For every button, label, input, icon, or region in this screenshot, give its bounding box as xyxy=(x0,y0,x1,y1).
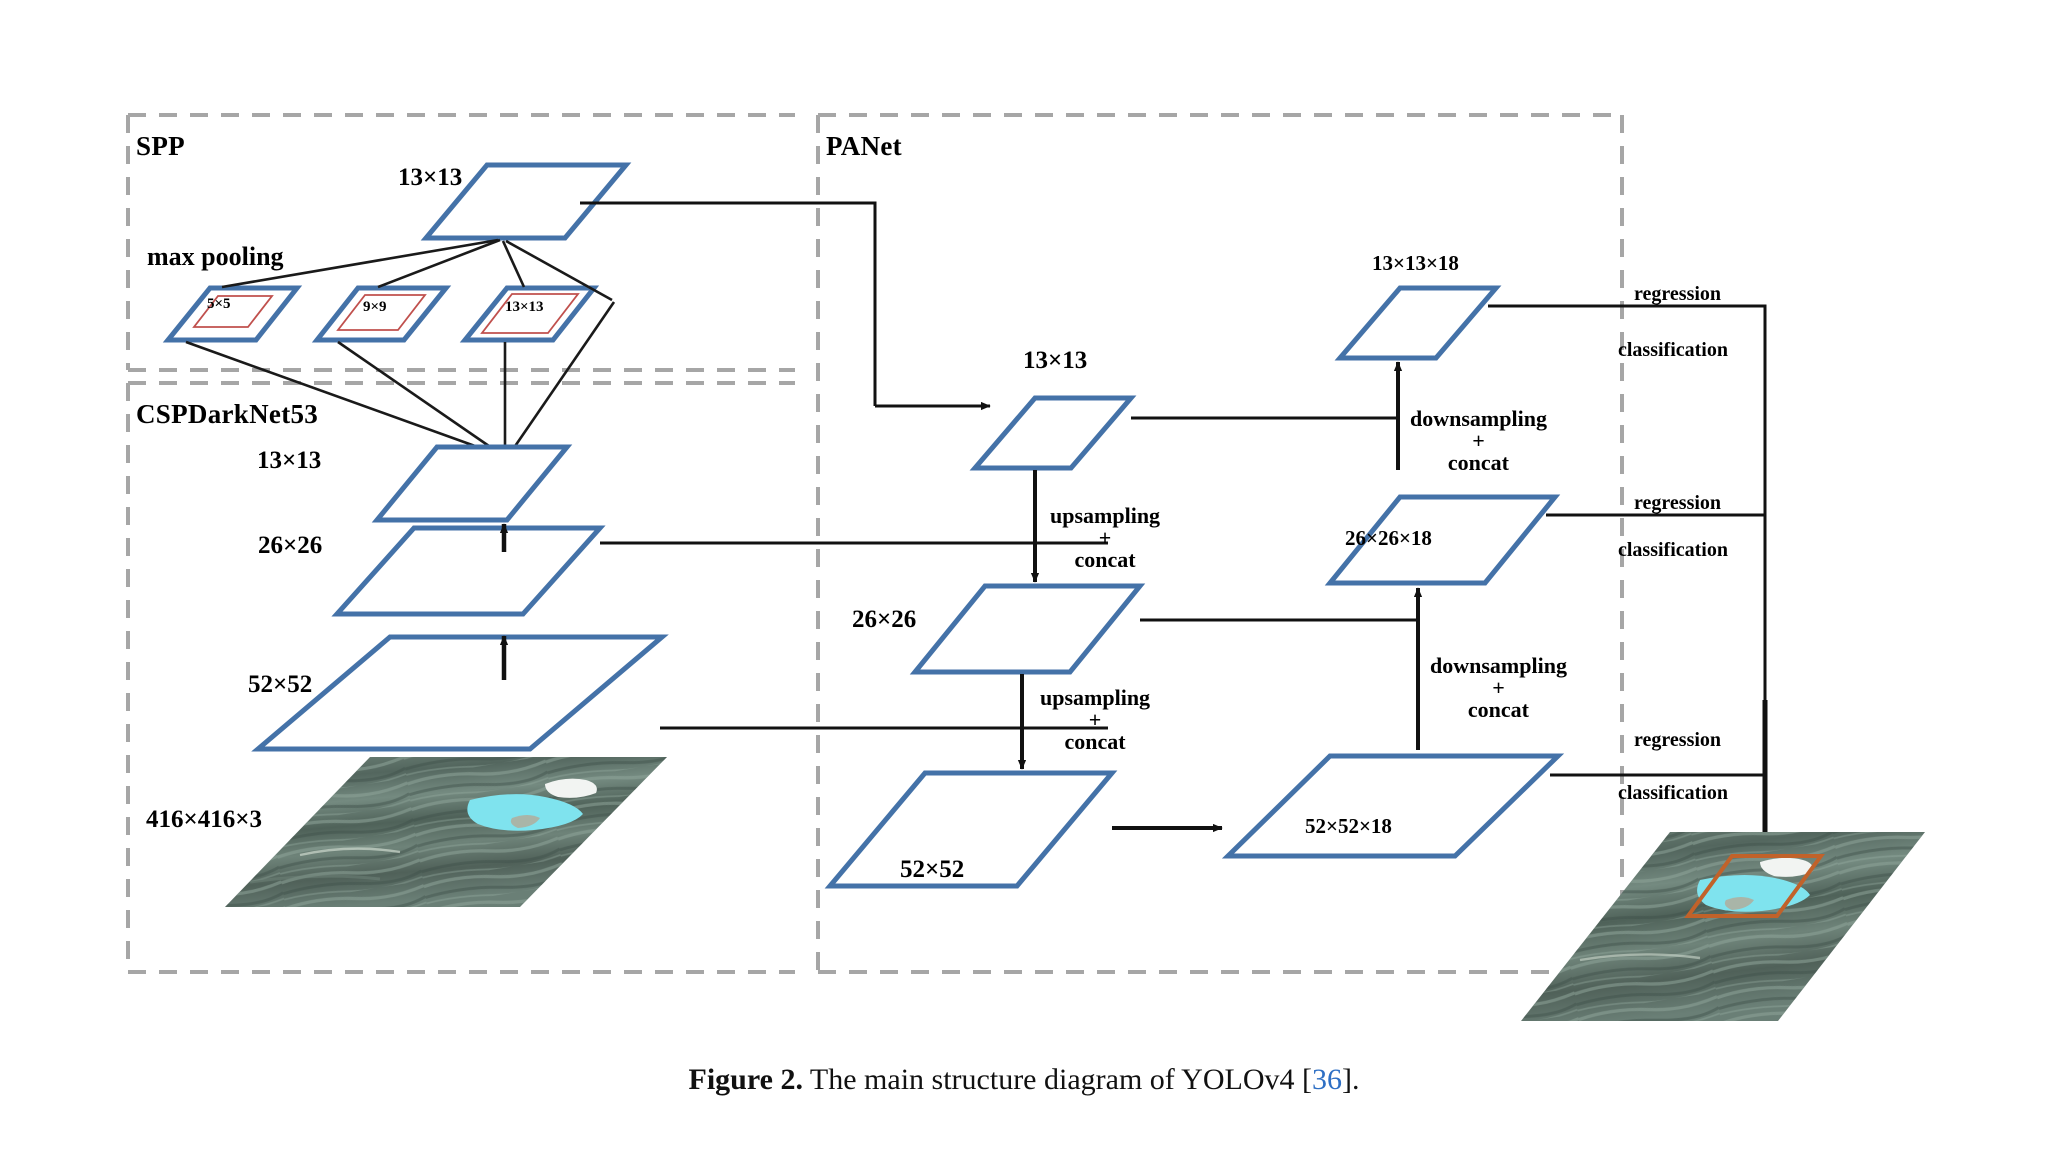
pool-plane-9x9 xyxy=(311,285,452,343)
head-0-classification-label: classification xyxy=(1618,339,1728,361)
output-image-plane xyxy=(1521,832,1925,1021)
upsample-op-1: upsampling + concat xyxy=(1050,505,1160,571)
head-label-52x52x18: 52×52×18 xyxy=(1305,814,1392,838)
backbone-plane-26x26 xyxy=(331,525,606,617)
figure-caption: Figure 2. The main structure diagram of … xyxy=(0,1063,2048,1097)
spp-pool-planes xyxy=(162,285,600,343)
pool-kernel-5x5-inner xyxy=(192,295,274,328)
spp-merge-connectors xyxy=(185,301,616,457)
downsample-op-2-line2: + xyxy=(1492,675,1505,700)
max-pooling-label: max pooling xyxy=(147,242,284,271)
pool-kernel-label-9x9: 9×9 xyxy=(363,299,387,315)
upsample-op-1-line1: upsampling xyxy=(1050,503,1161,528)
downsample-op-2: downsampling + concat xyxy=(1430,655,1567,721)
downsample-op-2-line1: downsampling xyxy=(1430,653,1567,678)
downsample-op-1-line1: downsampling xyxy=(1410,406,1547,431)
pool-kernel-13x13-inner xyxy=(480,293,580,334)
backbone-plane-13x13 xyxy=(371,444,573,523)
head-0-regression-label: regression xyxy=(1634,283,1722,305)
panet-label-13x13: 13×13 xyxy=(1023,347,1088,374)
panet-label-26x26: 26×26 xyxy=(852,606,917,633)
upsample-op-2-line2: + xyxy=(1088,707,1102,732)
head-output-connectors xyxy=(1488,304,1767,777)
pool-kernel-label-13x13: 13×13 xyxy=(505,299,544,315)
spp-group-box xyxy=(126,113,795,372)
head-1-classification-label: classification xyxy=(1618,539,1728,561)
panet-group-label: PANet xyxy=(826,131,902,161)
pool-kernel-label-5x5: 5×5 xyxy=(207,296,231,312)
spp-input-label: 13×13 xyxy=(398,164,463,191)
head-2-regression-label: regression xyxy=(1634,729,1722,751)
head-label-26x26x18: 26×26×18 xyxy=(1345,526,1432,550)
upsample-op-1-line3: concat xyxy=(1074,547,1136,572)
backbone-input-label: 416×416×3 xyxy=(146,806,262,833)
panet-group-box xyxy=(816,113,1622,974)
backbone-label-13x13: 13×13 xyxy=(257,447,322,474)
group-boxes xyxy=(126,113,1624,974)
detection-bounding-box xyxy=(1684,854,1825,918)
downsample-op-1: downsampling + concat xyxy=(1410,408,1547,474)
pool-kernel-9x9-inner xyxy=(336,294,427,331)
upsample-op-2-line1: upsampling xyxy=(1040,685,1151,710)
upsample-op-2-line3: concat xyxy=(1064,729,1126,754)
spp-split-connectors xyxy=(221,238,613,302)
backbone-plane-52x52 xyxy=(251,634,669,752)
spp-input-plane xyxy=(420,162,632,241)
upsample-op-2: upsampling + concat xyxy=(1040,687,1150,753)
panet-label-52x52: 52×52 xyxy=(900,856,965,883)
head-plane-26x26x18 xyxy=(1324,494,1561,586)
panet-plane-52x52 xyxy=(824,770,1118,889)
figure-caption-bold: Figure 2. xyxy=(688,1063,803,1096)
pool-plane-13x13 xyxy=(459,285,600,343)
head-2-classification-label: classification xyxy=(1618,782,1728,804)
backbone-label-26x26: 26×26 xyxy=(258,532,323,559)
input-image-plane xyxy=(225,757,667,907)
downsample-op-1-line2: + xyxy=(1472,428,1485,453)
cspdarknet-group-box xyxy=(126,381,795,974)
figure-caption-tail: ]. xyxy=(1341,1063,1360,1096)
spp-group-label: SPP xyxy=(136,131,185,161)
head-plane-52x52x18 xyxy=(1221,753,1565,859)
panet-downsample-arrows xyxy=(1393,361,1423,750)
spp-to-panet-connector xyxy=(580,201,991,411)
backbone-label-52x52: 52×52 xyxy=(248,671,313,698)
cspdarknet-group-label: CSPDarkNet53 xyxy=(136,399,319,429)
downsample-op-1-line3: concat xyxy=(1447,450,1510,475)
figure-caption-reference[interactable]: 36 xyxy=(1311,1063,1342,1096)
panet-upsample-arrows xyxy=(1017,470,1040,770)
head-plane-13x13x18 xyxy=(1334,285,1502,361)
panet-plane-26x26 xyxy=(909,583,1146,675)
upsample-op-1-line2: + xyxy=(1098,525,1112,550)
figure-caption-text: The main structure diagram of YOLOv4 [ xyxy=(802,1063,1312,1096)
downsample-op-2-line3: concat xyxy=(1467,697,1530,722)
head-label-13x13x18: 13×13×18 xyxy=(1372,251,1459,275)
panet-plane-13x13 xyxy=(969,395,1137,471)
head-1-regression-label: regression xyxy=(1634,492,1722,514)
